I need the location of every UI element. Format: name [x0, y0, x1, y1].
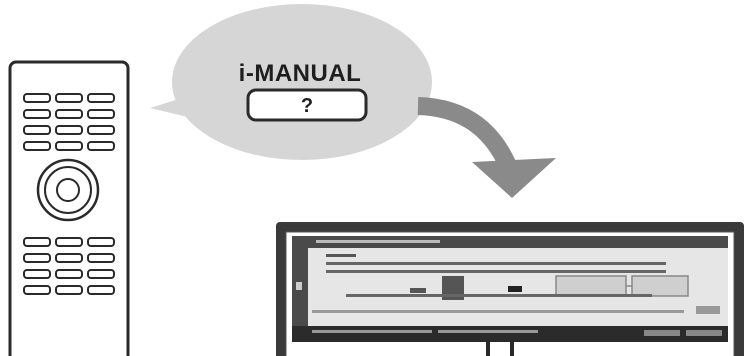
remote-nav-ring [36, 158, 100, 222]
i-manual-key [246, 88, 368, 122]
tv-screen-icon [276, 222, 744, 356]
remote-top-buttons [23, 93, 115, 151]
i-manual-label: i-MANUAL [238, 60, 362, 87]
callout-bubble [150, 4, 432, 160]
remote-control-icon [8, 60, 130, 356]
help-key-glyph: ? [300, 95, 314, 117]
curved-arrow-icon [417, 97, 556, 198]
remote-bottom-buttons [23, 237, 115, 295]
